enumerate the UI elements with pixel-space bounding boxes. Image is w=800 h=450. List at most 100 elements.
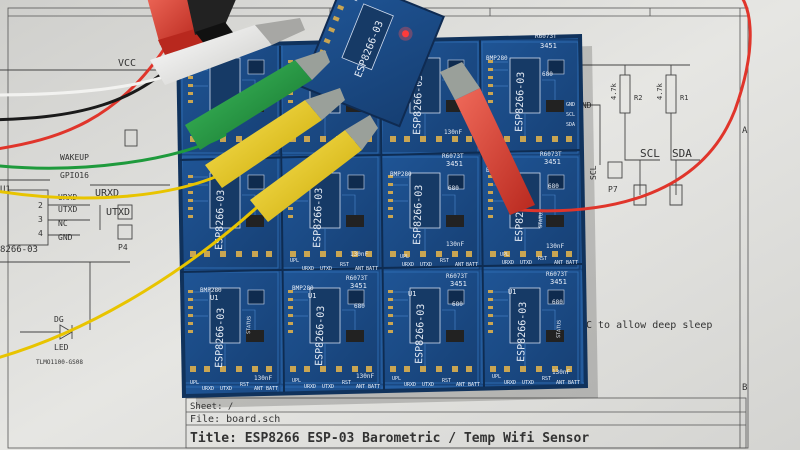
pin-rst-1: RST <box>340 262 349 268</box>
net-utxd-big: UTXD <box>106 207 130 218</box>
pcb-part-code-4: R6073T <box>346 275 368 282</box>
pin-urxd-1: URXD <box>302 266 314 272</box>
pin-upl-5: UPL <box>292 378 301 384</box>
clip-red-top <box>147 0 205 55</box>
net-nc: NC <box>58 219 68 228</box>
pcb-status-2: STATUS <box>538 210 545 228</box>
r1-label: R1 <box>680 94 688 102</box>
pin-3: 3 <box>38 215 43 224</box>
clip-green <box>185 50 330 150</box>
pin-batt-7: BATT <box>568 380 580 386</box>
sheet-label: Sheet: / <box>190 402 233 412</box>
pcb-bmp280-6: BMP280 <box>292 285 314 292</box>
pcb-date-code-6: 3451 <box>550 278 567 286</box>
pin-batt-6: BATT <box>468 382 480 388</box>
pcb-status-3: STATUS <box>556 320 563 338</box>
pin-upl-1: UPL <box>290 258 299 264</box>
pin-ant-1: ANT <box>355 266 364 272</box>
pin-ant-2: ANT <box>455 262 464 268</box>
pcb-date-code-4: 3451 <box>350 282 367 290</box>
pin-ant-7: ANT <box>556 380 565 386</box>
esp-label-left: 8266-03 <box>0 245 38 255</box>
pin-ant-4: ANT <box>254 386 263 392</box>
pcb-date-code-5: 3451 <box>450 280 467 288</box>
pcb-bottom-pins-row1: UPL URXD UTXD RST ANT BATT UPL URXD UTXD… <box>290 252 578 272</box>
file-label: File: board.sch <box>190 414 280 425</box>
pcb-label-esp-10: ESP8266-03 <box>516 302 529 363</box>
r1-value: 4.7k <box>656 82 664 100</box>
pcb-cap-680-2: 680 <box>448 185 459 192</box>
pcb-cap-680-4: 680 <box>354 303 365 310</box>
pcb-cap-680-6: 680 <box>552 299 563 306</box>
pcb-top-pins: GND SCL SDA <box>566 102 575 128</box>
led-part: TLMO1100-GS08 <box>36 359 83 366</box>
pcb-cap-680-5: 680 <box>452 301 463 308</box>
dg-label: DG <box>54 315 64 324</box>
pin-ant-6: ANT <box>456 382 465 388</box>
pin-utxd-5: UTXD <box>322 384 334 390</box>
pcb-cap-130-1: 130nF <box>444 129 462 136</box>
pin-urxd-7: URXD <box>504 380 516 386</box>
pin-rst-4: RST <box>240 382 249 388</box>
u1-left: U1 <box>0 185 11 195</box>
pin-utxd-7: UTXD <box>522 380 534 386</box>
pin-urxd-4: URXD <box>202 386 214 392</box>
deep-sleep-note: C to allow deep sleep <box>586 320 712 331</box>
pcb-part-code-6: R6073T <box>546 271 568 278</box>
tilted-board: ESP8266-03 U1 <box>299 0 445 128</box>
net-gnd-right: GND <box>577 101 592 110</box>
clip-yellow-1 <box>205 88 345 188</box>
pin-rst-6: RST <box>442 378 451 384</box>
schematic-title: Title: ESP8266 ESP-03 Barometric / Temp … <box>190 431 589 446</box>
pin-rst-2: RST <box>440 258 449 264</box>
pin-utxd-1: UTXD <box>320 266 332 272</box>
pcb-u1-3: U1 <box>408 290 416 298</box>
pin-batt-3: BATT <box>566 260 578 266</box>
net-gnd-left: GND <box>58 233 73 242</box>
schematic-pullups <box>580 64 700 206</box>
pcb-status-1: STATUS <box>246 316 253 334</box>
pcb-label-esp-8: ESP8266-03 <box>314 306 327 367</box>
pin-sda-top: SDA <box>566 122 575 128</box>
pcb-part-code-3: R6073T <box>540 151 562 158</box>
schematic-left <box>0 69 170 340</box>
pin-upl-3: UPL <box>500 252 509 258</box>
clip-yellow-2 <box>250 115 378 222</box>
scl-pin-label: SCL <box>589 165 598 180</box>
pin-batt-4: BATT <box>266 386 278 392</box>
status-led <box>402 30 410 38</box>
grid-letter-a: A <box>742 126 748 136</box>
clip-red-right <box>440 62 535 215</box>
pin-batt-1: BATT <box>366 266 378 272</box>
pin-urxd-3: URXD <box>502 260 514 266</box>
clip-black-top <box>187 0 236 45</box>
pcb-u1-2: U1 <box>308 292 316 300</box>
pcb-label-esp-9: ESP8266-03 <box>414 304 427 365</box>
pcb-date-code-1: 3451 <box>540 42 557 50</box>
pin-upl-7: UPL <box>492 374 501 380</box>
pcb-part-code-2: R6073T <box>442 153 464 160</box>
net-sda: SDA <box>672 147 692 160</box>
net-wakeup: WAKEUP <box>60 153 89 162</box>
pcb-cap-130-3: 130nF <box>446 241 464 248</box>
pcb-u1-1: U1 <box>210 294 218 302</box>
net-vcc: VCC <box>118 58 136 69</box>
pcb-cap-680-3: 680 <box>548 183 559 190</box>
grid-letter-b: B <box>742 383 747 393</box>
wire-yellow-2 <box>0 198 267 359</box>
p4-label: P4 <box>118 243 128 252</box>
pin-ant-5: ANT <box>356 384 365 390</box>
p7-label: P7 <box>608 185 618 194</box>
pcb-cap-130-5: 130nF <box>254 375 272 382</box>
net-gpio16: GPIO16 <box>60 171 89 180</box>
pcb-label-esp-2: ESP8266-03 <box>514 72 527 133</box>
pcb-date-code-2: 3451 <box>446 160 463 168</box>
pcb-cap-130-7: 130nF <box>552 369 570 376</box>
pcb-bmp280-2: BMP280 <box>390 171 412 178</box>
net-scl: SCL <box>640 147 660 160</box>
pin-scl-top: SCL <box>566 112 575 118</box>
r2-value: 4.7k <box>610 82 618 100</box>
wire-white <box>0 76 162 97</box>
